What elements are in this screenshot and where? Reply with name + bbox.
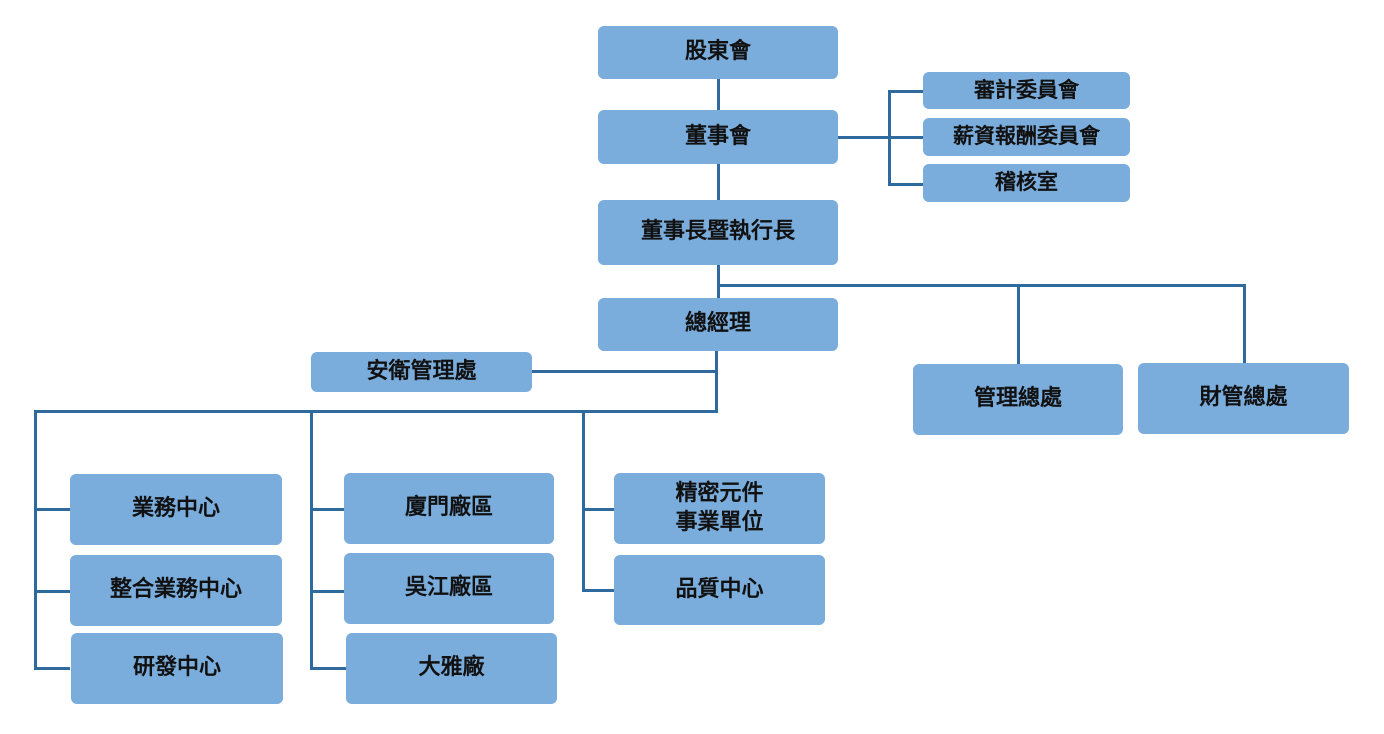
node-wujiang-plant: 吳江廠區 — [344, 553, 554, 624]
connector — [717, 79, 720, 110]
connector — [310, 410, 313, 669]
connector — [532, 370, 716, 373]
node-chairman-ceo: 董事長暨執行長 — [598, 200, 838, 265]
connector — [888, 183, 923, 186]
connector — [717, 284, 1246, 287]
node-board: 董事會 — [598, 110, 838, 164]
connector — [34, 410, 718, 413]
connector — [717, 265, 720, 298]
connector — [310, 667, 346, 670]
connector — [310, 508, 344, 511]
connector — [1017, 284, 1020, 364]
connector — [582, 508, 614, 511]
connector — [310, 590, 344, 593]
connector — [1243, 284, 1246, 364]
node-safety-health-office: 安衛管理處 — [311, 352, 532, 392]
node-rd-center: 研發中心 — [71, 633, 283, 704]
connector — [582, 589, 614, 592]
connector — [888, 90, 923, 93]
node-audit-committee: 審計委員會 — [923, 72, 1130, 109]
node-daya-plant: 大雅廠 — [346, 633, 557, 704]
connector — [717, 164, 720, 200]
node-internal-audit: 稽核室 — [923, 164, 1130, 202]
node-general-administration: 管理總處 — [913, 364, 1123, 435]
connector — [34, 667, 70, 670]
node-shareholders: 股東會 — [598, 26, 838, 79]
connector — [34, 508, 70, 511]
node-general-manager: 總經理 — [598, 298, 838, 351]
node-sales-center: 業務中心 — [70, 474, 282, 545]
node-finance-division: 財管總處 — [1138, 363, 1349, 434]
connector — [838, 136, 890, 139]
node-precision-components: 精密元件 事業單位 — [614, 473, 825, 544]
node-integrated-sales-center: 整合業務中心 — [70, 555, 282, 626]
node-xiamen-plant: 廈門廠區 — [344, 473, 554, 544]
node-compensation-committee: 薪資報酬委員會 — [923, 118, 1130, 156]
connector — [582, 410, 585, 592]
connector — [34, 590, 70, 593]
connector — [715, 351, 718, 413]
connector — [34, 410, 37, 669]
connector — [888, 136, 923, 139]
node-quality-center: 品質中心 — [614, 555, 825, 625]
